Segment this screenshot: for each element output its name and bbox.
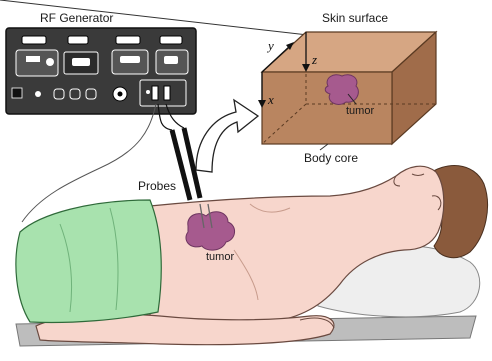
body-core-label: Body core [304,151,358,165]
generator-led [146,90,150,94]
body-core-leader [320,144,328,150]
tumor-body-label: tumor [206,251,234,263]
generator-display [22,36,46,44]
probe-port [164,86,170,100]
rf-generator-label: RF Generator [40,11,113,25]
curved-arrow-icon [196,100,258,172]
generator-knob [46,58,54,66]
y-axis-label: y [266,38,274,53]
z-axis-label: z [311,52,317,67]
generator-button [86,89,96,99]
generator-button [54,89,64,99]
generator-panel [164,56,178,64]
generator-panel [26,56,40,62]
rf-generator: RF Generator [6,11,196,114]
generator-dial-center [118,92,123,97]
x-axis-label: x [267,92,274,107]
skin-surface-label: Skin surface [322,11,388,25]
generator-button [70,89,80,99]
generator-display [68,36,88,44]
generator-panel [72,58,90,66]
probes-label: Probes [138,179,176,193]
generator-panel [120,56,140,63]
generator-display [160,36,182,44]
generator-knob [35,91,41,97]
green-sheet [16,200,161,323]
generator-switch [12,88,22,98]
probe-port [152,86,158,100]
tumor-inset-label: tumor [346,105,374,117]
generator-display [116,36,140,44]
